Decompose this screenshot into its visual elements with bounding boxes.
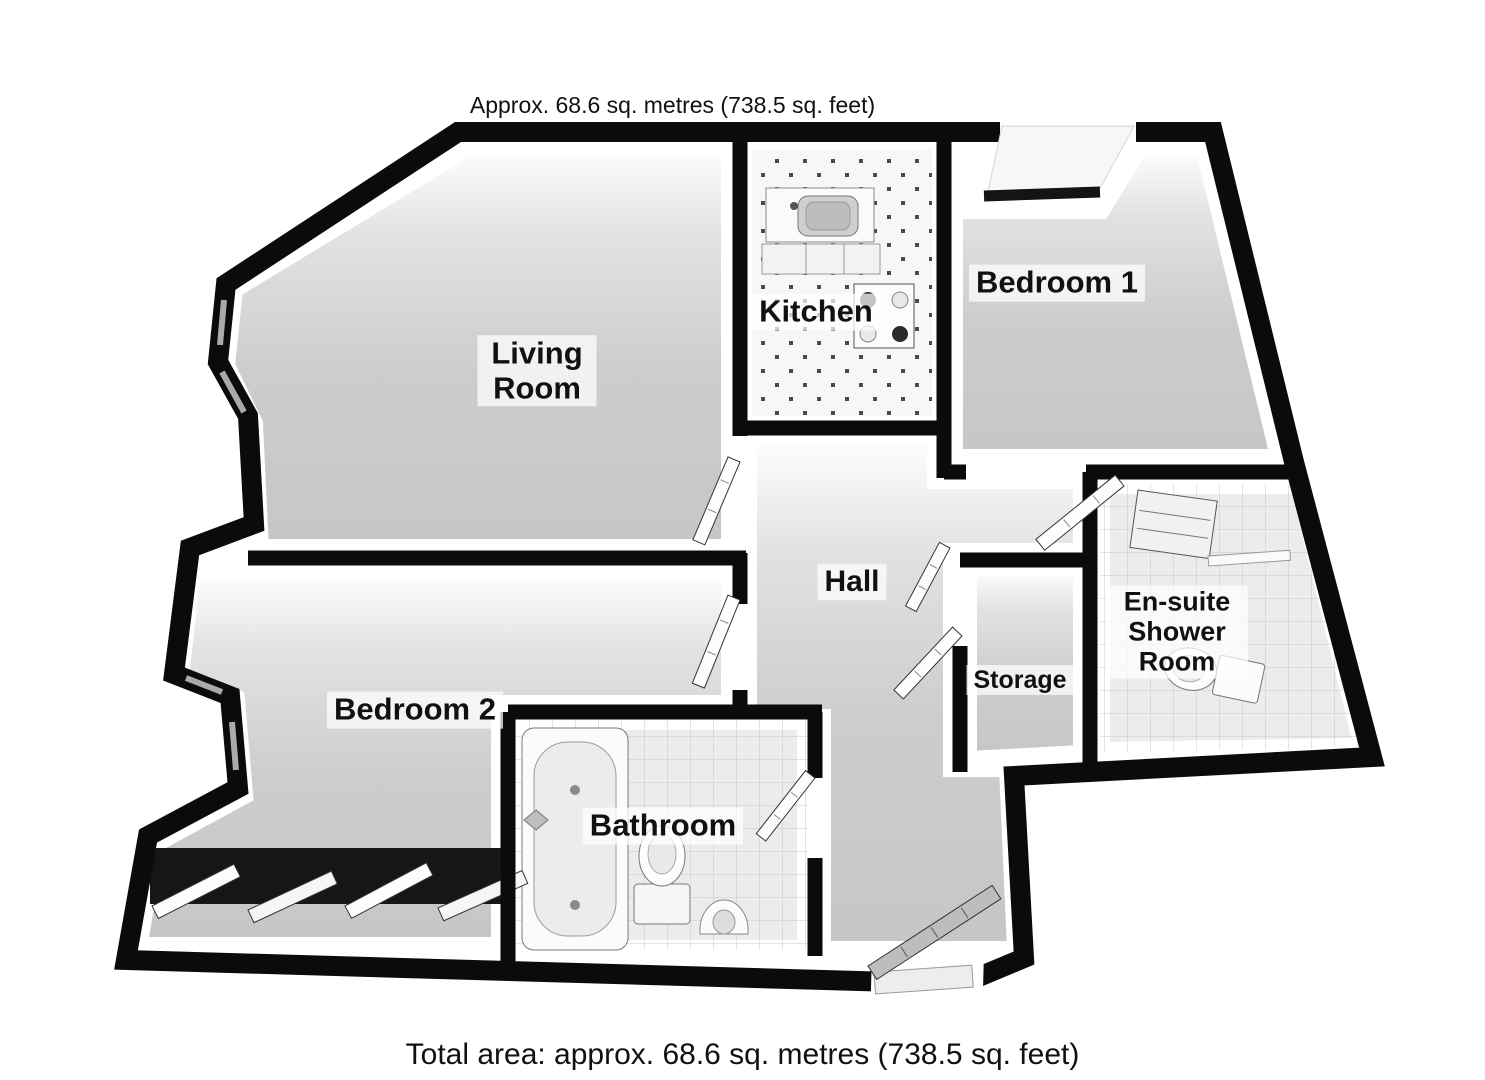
doors [691,456,1125,842]
living-room-label: Living Room [477,335,597,407]
entrance-step [873,964,974,995]
bathroom-label: Bathroom [582,807,744,845]
ensuite-shelf-unit [1129,489,1218,560]
tap-icon [790,202,798,210]
storage-label: Storage [966,665,1074,695]
kitchen-cabinet [761,243,881,275]
living-room-door [692,456,741,546]
wardrobe-door [344,862,434,920]
inner-walls [248,132,1296,962]
window [184,675,224,695]
basin [699,899,749,935]
bedroom1-bay-window [983,118,1136,202]
entrance-door [867,884,1002,981]
sink-basin [805,201,851,231]
bath-tap-icon [523,809,549,831]
window-sill [983,186,1101,202]
bathtub [521,727,629,951]
wardrobe-door [247,870,338,924]
storage-floor [959,559,1091,770]
bedroom2-label: Bedroom 2 [327,691,503,729]
bedroom1-label: Bedroom 1 [969,264,1145,302]
ensuite-door [1035,474,1125,551]
bedroom2-door [691,594,741,689]
window [229,721,239,771]
total-area-caption: Total area: approx. 68.6 sq. metres (738… [405,1038,1080,1071]
kitchen-label: Kitchen [752,293,880,331]
bathroom-door [755,769,816,842]
bedroom1-door [904,541,951,613]
storage-door [893,626,963,700]
bedroom1-floor [941,135,1296,471]
window [217,299,227,346]
ensuite-label: En-suite Shower Room [1106,585,1248,679]
bathroom-fixtures [521,727,749,951]
wardrobe-door [151,863,242,920]
approx-area-caption: Approx. 68.6 sq. metres (738.5 sq. feet) [469,92,876,118]
window [219,370,247,414]
hall-label: Hall [817,564,887,600]
corner-shelf [1207,549,1292,567]
entrance [867,884,1002,997]
windows [184,299,247,771]
